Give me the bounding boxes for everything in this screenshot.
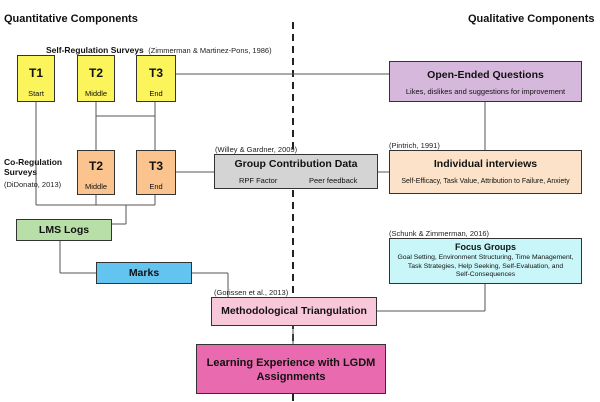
quantitative-header: Quantitative Components <box>4 13 138 25</box>
t2-label: T2 <box>88 66 103 80</box>
triangulation-title: Methodological Triangulation <box>221 305 367 317</box>
interviews-box: Individual interviews Self-Efficacy, Tas… <box>389 150 582 194</box>
focus-groups-citation: (Schunk & Zimmerman, 2016) <box>389 229 490 238</box>
t2-middle-box: T2 Middle <box>77 55 115 102</box>
co-regulation-title-line2: Surveys <box>4 167 38 177</box>
co-reg-t3-box: T3 End <box>136 150 176 195</box>
co-regulation-citation: (DiDonato, 2013) <box>4 180 62 189</box>
open-ended-title: Open-Ended Questions <box>427 69 544 81</box>
open-ended-box: Open-Ended Questions Likes, dislikes and… <box>389 61 582 102</box>
t2-sub: Middle <box>84 89 108 98</box>
rpf-factor-label: RPF Factor <box>239 176 278 185</box>
focus-groups-box: Focus Groups Goal Setting, Environment S… <box>389 238 582 284</box>
learning-experience-title: Learning Experience with LGDM Assignment… <box>197 356 385 384</box>
learning-experience-box: Learning Experience with LGDM Assignment… <box>196 344 386 394</box>
focus-groups-desc: Goal Setting, Environment Structuring, T… <box>390 254 581 280</box>
learning-experience-line1: Learning Experience with LGDM <box>206 357 376 369</box>
marks-title: Marks <box>128 267 160 279</box>
self-regulation-title: Self-Regulation Surveys <box>46 45 144 55</box>
focus-groups-line1: Goal Setting, Environment Structuring, T… <box>397 254 574 261</box>
t3-end-box: T3 End <box>136 55 176 102</box>
co-reg-t2-label: T2 <box>88 159 103 173</box>
learning-experience-line2: Assignments <box>256 371 326 383</box>
triangulation-box: Methodological Triangulation <box>211 297 377 326</box>
marks-box: Marks <box>96 262 192 284</box>
co-reg-t3-label: T3 <box>148 159 163 173</box>
focus-groups-line2: Task Strategies, Help Seeking, Self-Eval… <box>407 262 564 270</box>
co-reg-t2-box: T2 Middle <box>77 150 115 195</box>
group-contribution-title: Group Contribution Data <box>234 158 358 170</box>
self-regulation-label: Self-Regulation Surveys (Zimmerman & Mar… <box>46 40 272 58</box>
co-reg-t3-sub: End <box>149 182 163 191</box>
focus-groups-title: Focus Groups <box>454 242 516 252</box>
qualitative-header: Qualitative Components <box>468 13 595 25</box>
self-regulation-citation: (Zimmerman & Martinez-Pons, 1986) <box>148 46 272 55</box>
interviews-sub: Self-Efficacy, Task Value, Attribution t… <box>401 178 570 185</box>
t3-label: T3 <box>148 66 163 80</box>
co-regulation-title-line1: Co-Regulation <box>4 157 63 167</box>
co-reg-t2-sub: Middle <box>84 182 108 191</box>
t1-label: T1 <box>28 66 43 80</box>
lms-logs-title: LMS Logs <box>38 224 90 236</box>
peer-feedback-label: Peer feedback <box>309 176 358 185</box>
group-contribution-box: Group Contribution Data RPF Factor Peer … <box>214 154 378 189</box>
t1-sub: Start <box>28 89 44 98</box>
t3-sub: End <box>149 89 163 98</box>
t1-start-box: T1 Start <box>17 55 55 102</box>
co-regulation-title: Co-Regulation Surveys <box>4 157 62 177</box>
interviews-citation: (Pintrich, 1991) <box>389 141 440 150</box>
open-ended-sub: Likes, dislikes and suggestions for impr… <box>405 87 566 96</box>
group-contribution-citation: (Willey & Gardner, 2009) <box>215 145 298 154</box>
triangulation-citation: (Gorissen et al., 2013) <box>214 288 289 297</box>
interviews-title: Individual interviews <box>433 158 538 170</box>
lms-logs-box: LMS Logs <box>16 219 112 241</box>
focus-groups-line3: Self-Consequences <box>455 271 516 278</box>
